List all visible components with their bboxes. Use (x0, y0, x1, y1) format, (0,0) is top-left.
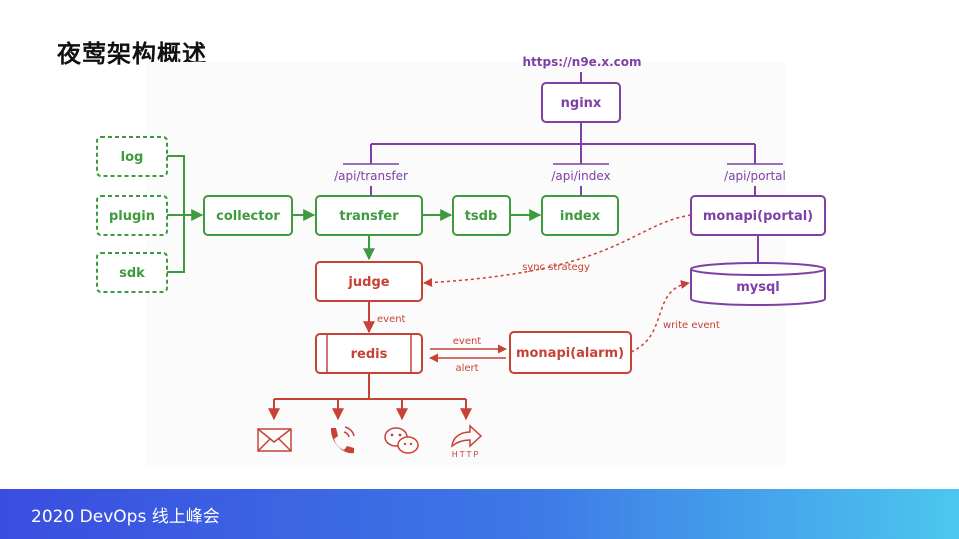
event-label-judge-redis: event (377, 314, 406, 325)
nginx-label: nginx (561, 96, 602, 111)
mysql-label: mysql (736, 280, 780, 295)
phone-icon (330, 426, 355, 454)
monapi-alarm-label: monapi(alarm) (516, 346, 624, 361)
transfer-label: transfer (339, 209, 399, 224)
architecture-diagram: https://n9e.x.com nginx /api/transfer /a… (96, 55, 826, 459)
event-label-redis-alarm: event (453, 336, 482, 347)
log-node (96, 136, 168, 177)
redis-label: redis (351, 347, 388, 362)
collector-label: collector (216, 209, 280, 224)
plugin-label: plugin (109, 209, 155, 224)
edge-write-event (630, 280, 690, 353)
judge-label: judge (347, 275, 389, 290)
monapi-alarm-node (509, 331, 632, 374)
mail-icon (257, 428, 292, 452)
route-api-portal: /api/portal (724, 169, 786, 183)
mysql-node (690, 262, 826, 306)
write-event-label: write event (663, 320, 720, 331)
http-icon: HTTP (451, 424, 483, 459)
tsdb-label: tsdb (465, 209, 498, 224)
route-api-transfer: /api/transfer (334, 169, 408, 183)
route-api-index: /api/index (551, 169, 610, 183)
footer-text: 2020 DevOps 线上峰会 (31, 507, 220, 527)
alert-label: alert (455, 363, 478, 374)
sdk-node (96, 252, 168, 293)
index-node (541, 195, 619, 236)
monapi-portal-label: monapi(portal) (703, 209, 813, 224)
wechat-icon (384, 427, 419, 454)
sync-strategy-label: sync strategy (522, 262, 590, 273)
plugin-node (96, 195, 168, 236)
log-label: log (121, 150, 144, 165)
http-icon-label: HTTP (452, 450, 480, 459)
footer-bar: 2020 DevOps 线上峰会 (0, 489, 959, 539)
nginx-url-label: https://n9e.x.com (522, 55, 641, 69)
index-label: index (560, 209, 601, 224)
edge-sync-strategy (423, 214, 692, 288)
sdk-label: sdk (119, 266, 145, 281)
